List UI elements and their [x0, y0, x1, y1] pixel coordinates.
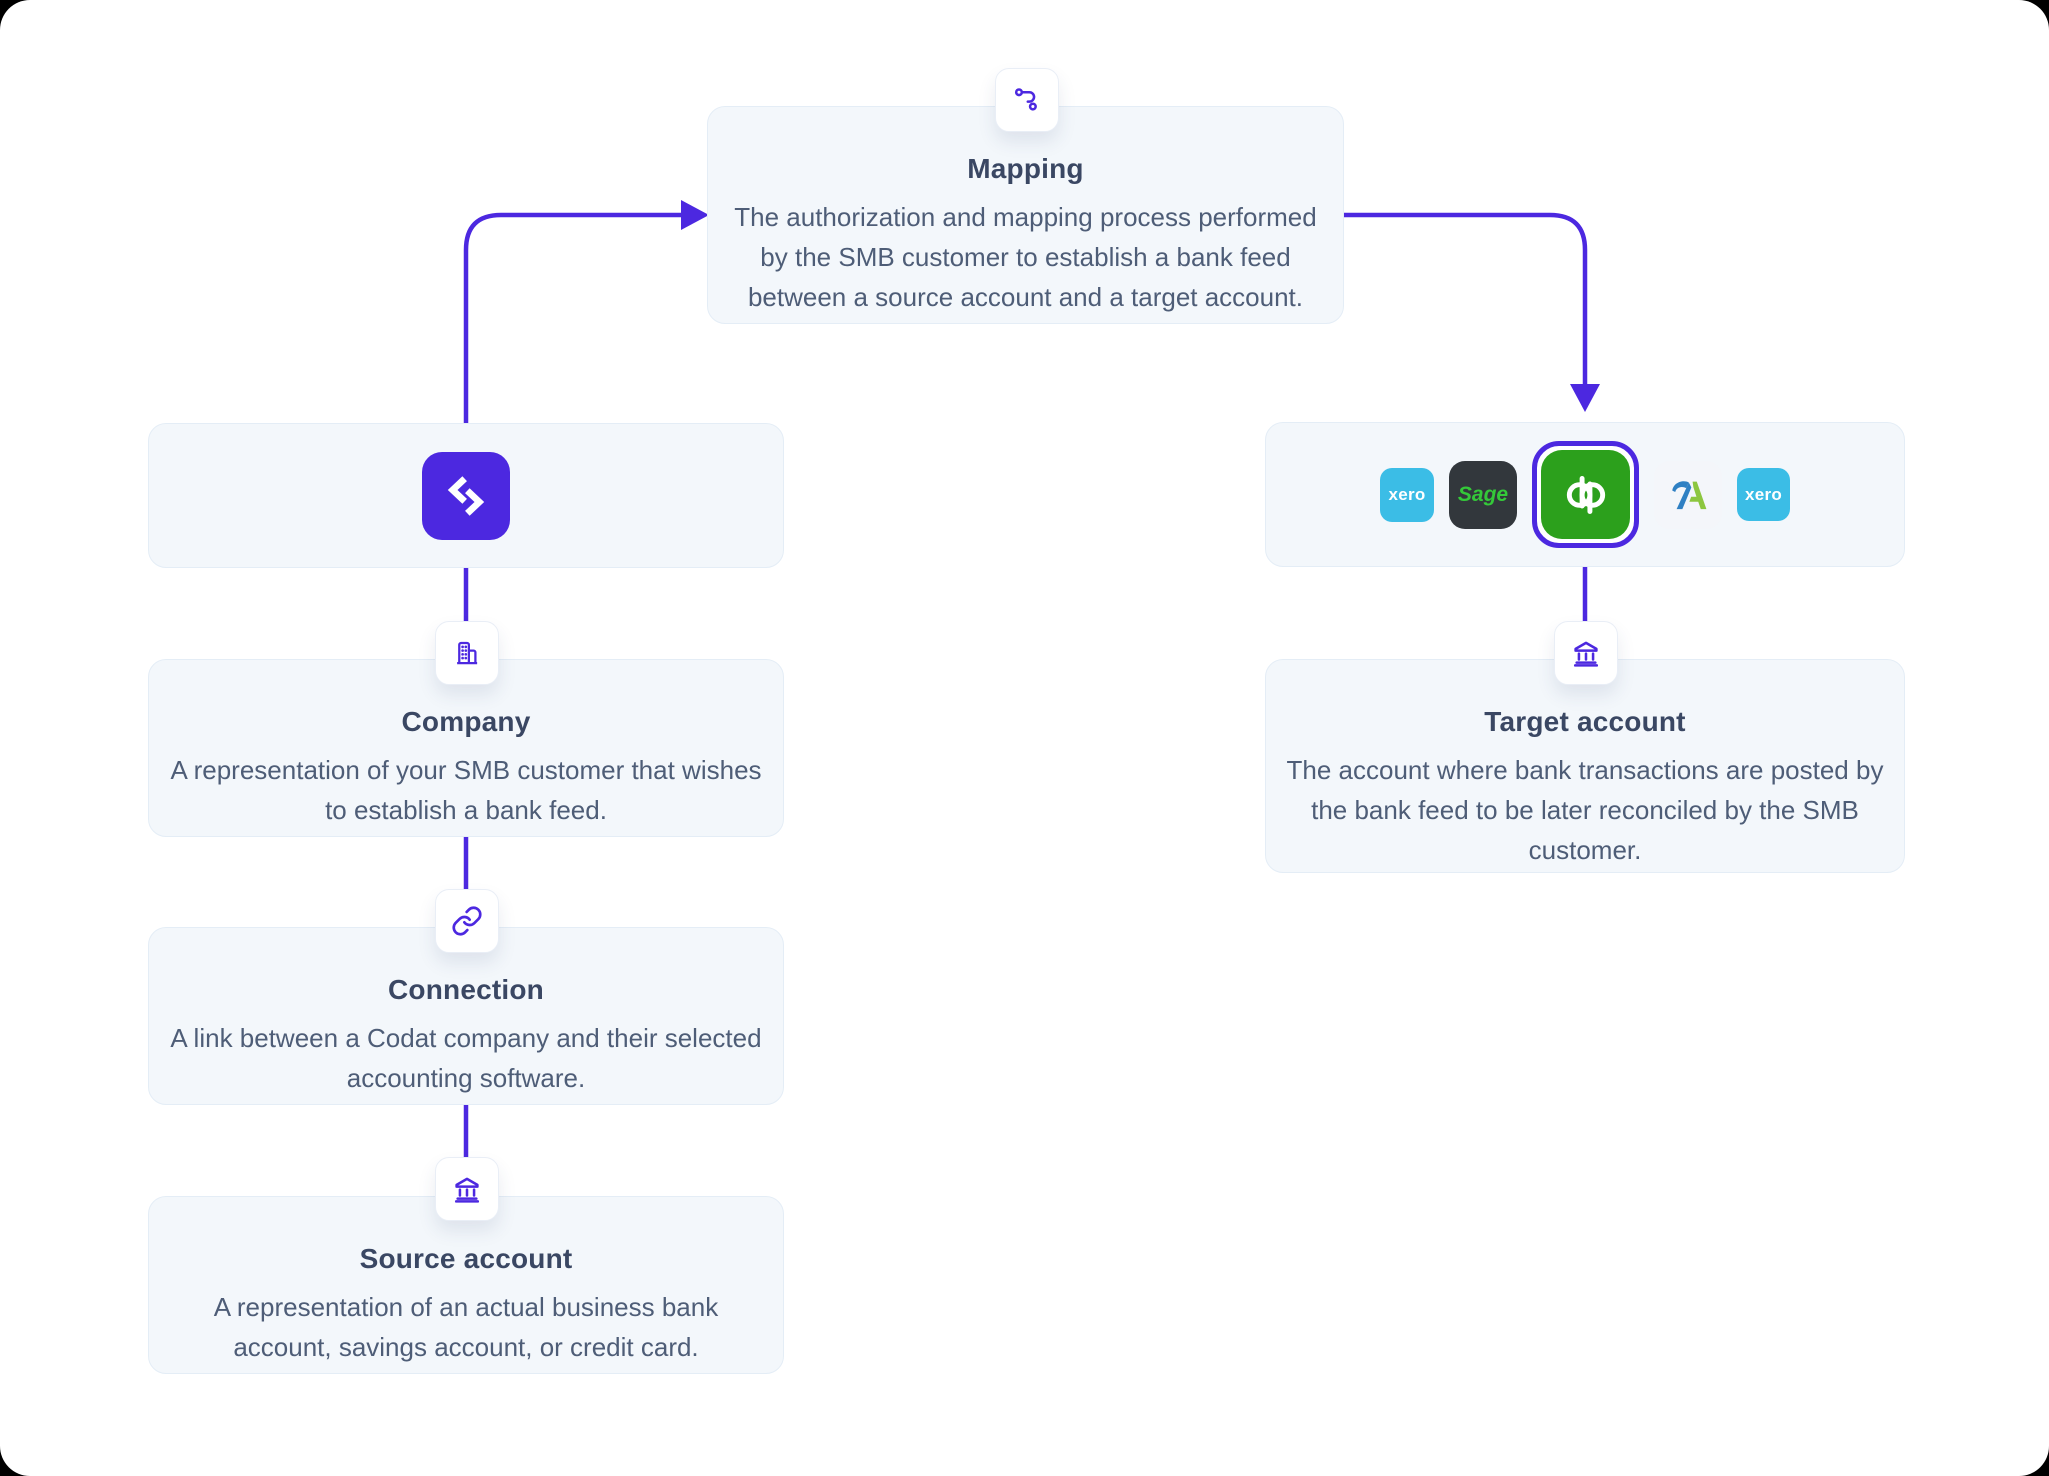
arrow-codat-to-mapping [463, 212, 682, 425]
connection-title: Connection [388, 974, 544, 1005]
mapping-description: The authorization and mapping process pe… [734, 202, 1317, 312]
quickbooks-logo [1541, 450, 1630, 539]
source-account-icon-badge [435, 1157, 499, 1221]
codat-chevrons-icon [447, 475, 485, 516]
mapping-icon-badge [995, 68, 1059, 132]
arrowhead-down [1570, 384, 1600, 412]
xero-logo-label: xero [1388, 484, 1426, 504]
source-account-title: Source account [359, 1243, 573, 1274]
target-account-node: Target account The account where bank tr… [1265, 659, 1905, 873]
quickbooks-logo-selected [1532, 441, 1639, 548]
connection-node: Connection A link between a Codat compan… [148, 927, 784, 1105]
company-icon-badge [435, 621, 499, 685]
source-account-node: Source account A representation of an ac… [148, 1196, 784, 1374]
company-title: Company [401, 706, 531, 737]
link-icon [452, 906, 482, 936]
freeagent-logo [1654, 460, 1722, 529]
xero-logo: xero [1737, 468, 1790, 521]
connection-description: A link between a Codat company and their… [170, 1023, 762, 1093]
target-account-description: The account where bank transactions are … [1286, 755, 1884, 865]
bank-icon [1573, 641, 1599, 667]
quickbooks-qb-icon [1566, 475, 1605, 514]
codat-node [148, 423, 784, 568]
source-account-description: A representation of an actual business b… [213, 1292, 719, 1362]
arrow-mapping-to-software [1344, 212, 1588, 386]
company-node: Company A representation of your SMB cus… [148, 659, 784, 837]
route-icon [1014, 88, 1037, 111]
freeagent-a-icon [1672, 480, 1707, 509]
sage-logo: Sage [1449, 460, 1517, 529]
company-description: A representation of your SMB customer th… [170, 755, 762, 825]
target-account-icon-badge [1554, 621, 1618, 685]
building-icon [457, 641, 478, 665]
connection-icon-badge [435, 889, 499, 953]
xero-logo: xero [1380, 467, 1434, 522]
codat-logo [422, 451, 510, 540]
accounting-software-node: xero Sage xero [1265, 422, 1905, 567]
mapping-node: Mapping The authorization and mapping pr… [707, 106, 1344, 324]
arrowhead-right [681, 200, 709, 230]
bank-icon [454, 1177, 480, 1203]
target-account-title: Target account [1484, 706, 1686, 737]
sage-logo-label: Sage [1457, 482, 1509, 506]
mapping-title: Mapping [967, 153, 1084, 184]
xero-logo-label: xero [1744, 484, 1783, 504]
